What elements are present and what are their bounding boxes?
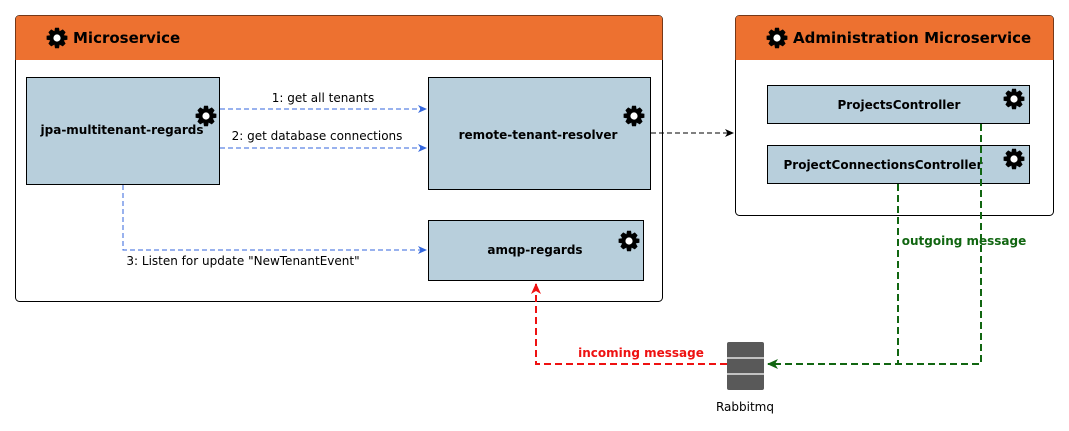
edge-incoming-message: incoming message (531, 283, 727, 365)
rabbitmq-label: Rabbitmq (716, 400, 774, 414)
component-label: amqp-regards (487, 243, 582, 257)
administration-title: Administration Microservice (793, 29, 1031, 47)
component-jpa-multitenant-regards: jpa-multitenant-regards (26, 77, 220, 185)
administration-header (735, 15, 1054, 60)
edge-listen-new-tenant-event: 3: Listen for update "NewTenantEvent" (122, 185, 427, 268)
component-amqp-regards: amqp-regards (428, 220, 644, 281)
server-icon (727, 342, 764, 390)
edge-outgoing-message: outgoing message (767, 124, 1027, 369)
microservice-header (15, 15, 663, 60)
edge-label: 2: get database connections (232, 129, 403, 143)
microservice-title: Microservice (73, 29, 180, 47)
edge-label: 3: Listen for update "NewTenantEvent" (126, 254, 359, 268)
component-remote-tenant-resolver: remote-tenant-resolver (428, 77, 651, 190)
component-project-connections-controller: ProjectConnectionsController (767, 145, 1030, 184)
edge-label: outgoing message (902, 234, 1027, 248)
component-label: jpa-multitenant-regards (40, 123, 204, 137)
component-label: remote-tenant-resolver (459, 128, 618, 142)
edge-label: incoming message (578, 346, 704, 360)
edge-get-all-tenants: 1: get all tenants (220, 91, 427, 113)
edge-get-database-connections: 2: get database connections (220, 129, 427, 152)
component-label: ProjectConnectionsController (783, 158, 982, 172)
edge-label: 1: get all tenants (272, 91, 374, 105)
component-label: ProjectsController (838, 98, 961, 112)
rabbitmq-node: Rabbitmq (716, 342, 774, 414)
component-projects-controller: ProjectsController (767, 85, 1030, 124)
